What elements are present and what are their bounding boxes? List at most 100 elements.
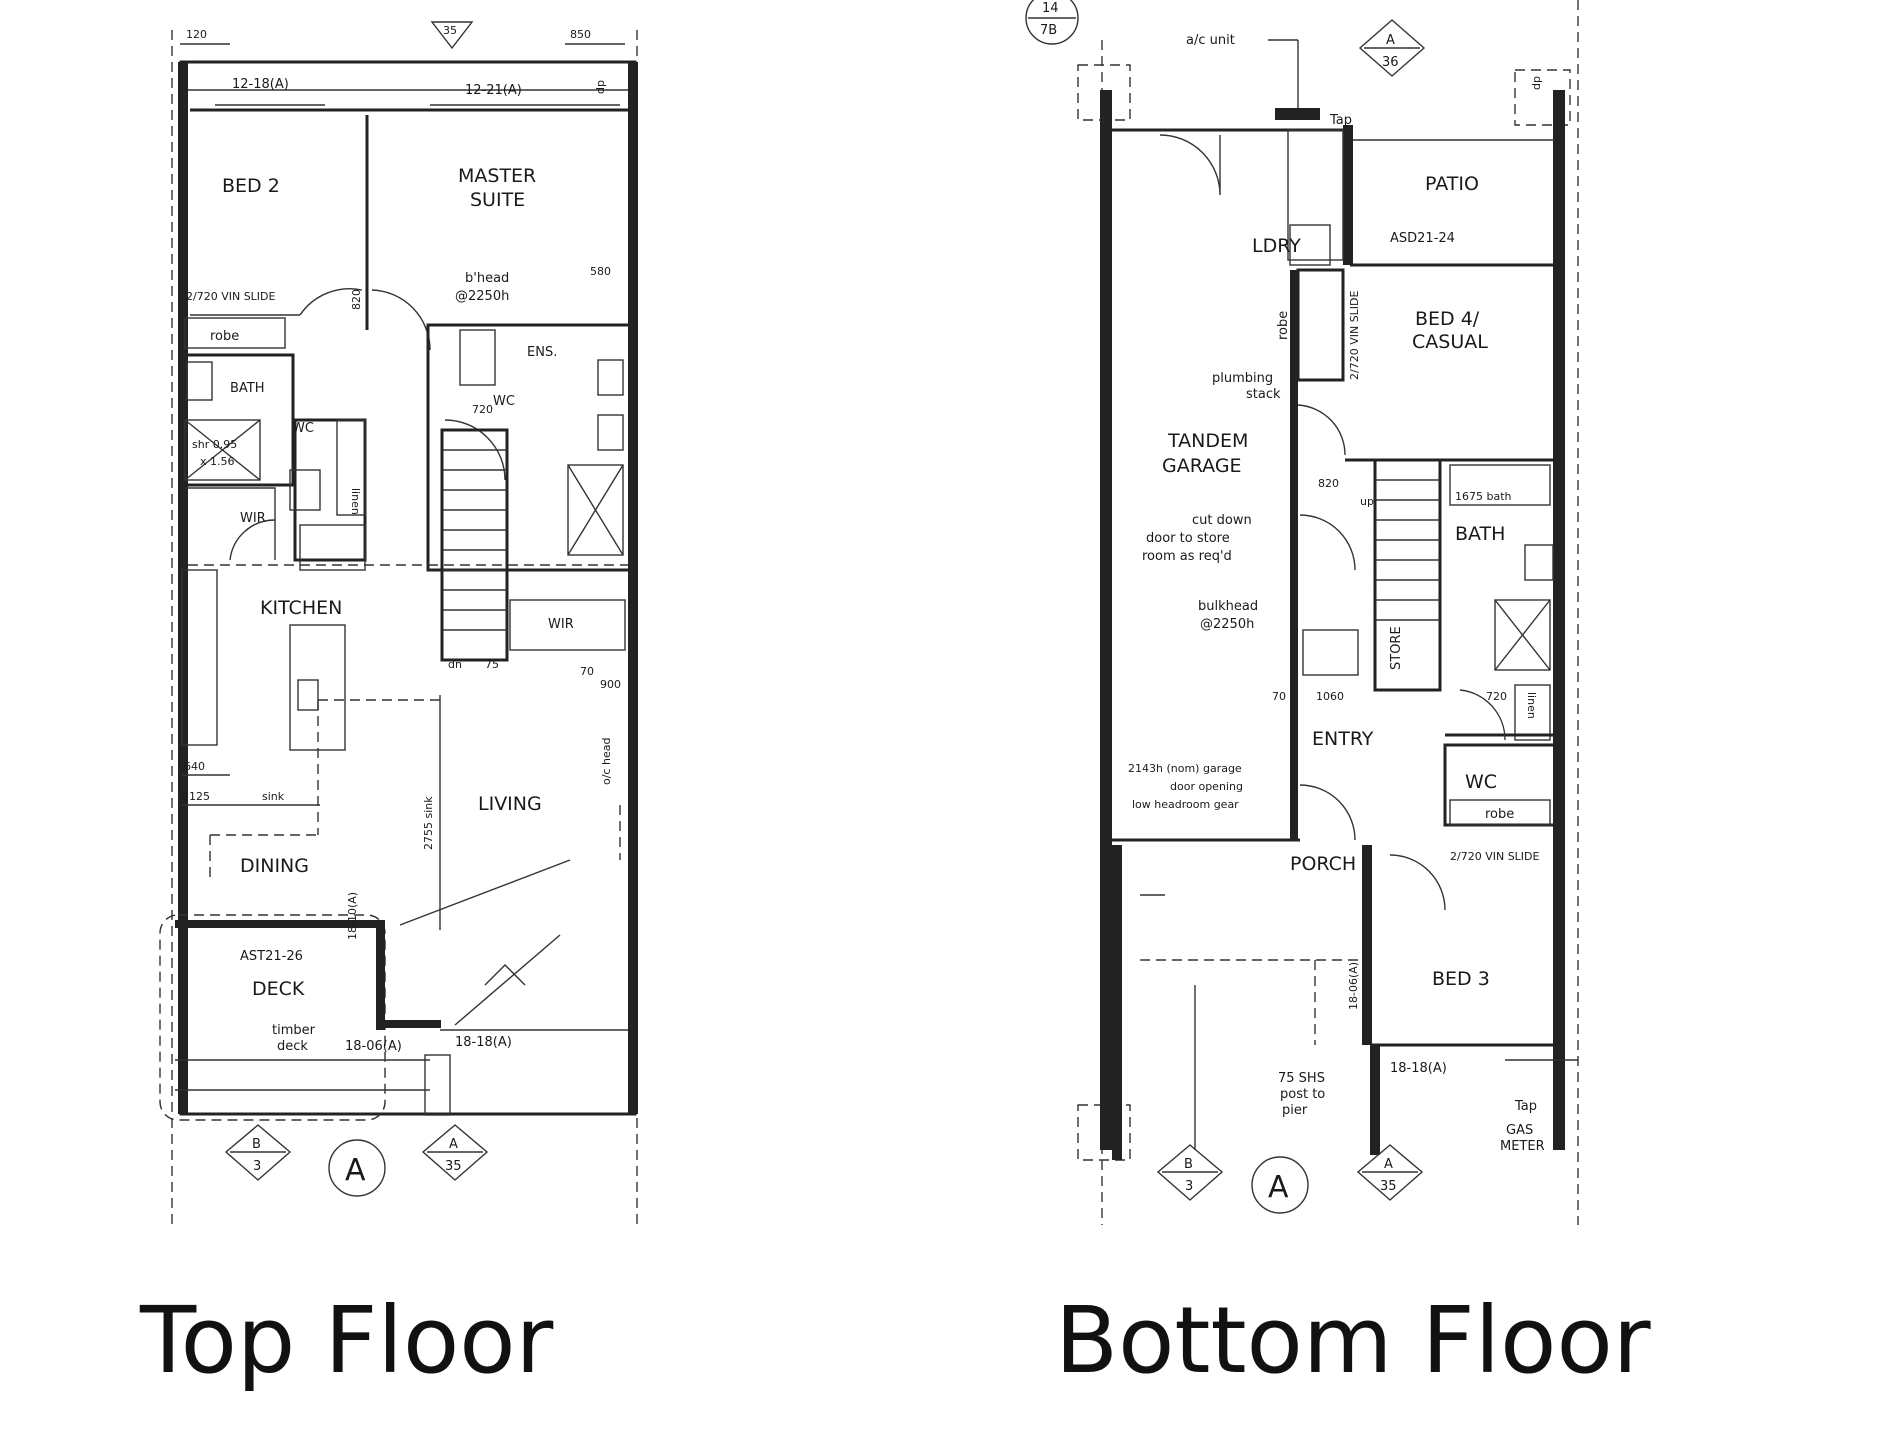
note-timber-2: deck xyxy=(277,1039,308,1054)
note-cut-2: door to store xyxy=(1146,531,1230,546)
section-marker-a36: A 36 xyxy=(1358,19,1426,77)
basin xyxy=(186,361,213,401)
bottom-floor-plan: PATIO LDRY BED 4/ CASUAL TANDEM GARAGE B… xyxy=(1025,0,1579,1225)
store-cupboard xyxy=(1302,629,1359,676)
bathtub xyxy=(1449,464,1551,506)
note-slide: 2/720 VIN SLIDE xyxy=(1348,290,1361,380)
room-label-kitchen: KITCHEN xyxy=(260,597,342,619)
note-dim-720: 720 xyxy=(1486,690,1507,703)
robe-outline xyxy=(1449,799,1551,826)
room-label-linen: linen xyxy=(1525,692,1538,719)
note-gas-1: GAS xyxy=(1506,1123,1533,1138)
stair-enclosure xyxy=(440,428,509,662)
toilet xyxy=(459,329,496,386)
shower-cross xyxy=(1494,599,1551,671)
grid-bubble-a: A xyxy=(1251,1156,1309,1214)
note-ac-unit: a/c unit xyxy=(1186,33,1235,48)
wall-fill xyxy=(1343,125,1353,265)
door-swing xyxy=(299,288,363,316)
room-label-master: MASTER xyxy=(458,165,536,187)
section-marker-a35: A 35 xyxy=(421,1124,489,1181)
basin xyxy=(1524,544,1554,581)
section-marker-a35: A 35 xyxy=(1356,1144,1424,1201)
room-label-bath: BATH xyxy=(230,381,265,396)
note-dim-900: 900 xyxy=(600,678,621,691)
top-floor-plan: BED 2 MASTER SUITE KITCHEN LIVING DINING… xyxy=(159,21,638,1225)
room-label-wc: WC xyxy=(493,394,515,409)
room-label-entry: ENTRY xyxy=(1312,728,1374,750)
section-marker-corner: 14 7B xyxy=(1025,0,1079,45)
kitchen-bench xyxy=(181,569,218,746)
note-tap-2: Tap xyxy=(1514,1099,1537,1114)
door-swing xyxy=(371,289,431,351)
arrow xyxy=(484,964,526,986)
note-window-ast: AST21-26 xyxy=(240,949,303,964)
room-label-store: STORE xyxy=(1389,626,1404,670)
note-dim-1060: 1060 xyxy=(1316,690,1344,703)
room-label-garage: GARAGE xyxy=(1162,455,1242,477)
room-label-deck: DECK xyxy=(252,978,305,1000)
note-dp: dp xyxy=(1530,76,1543,90)
wall-fill xyxy=(1370,1045,1380,1155)
marker-text: 35 xyxy=(445,1159,462,1174)
shower xyxy=(567,464,624,556)
stair-treads xyxy=(1375,479,1440,621)
note-bulkhead-2: @2250h xyxy=(455,289,509,304)
stair-treads xyxy=(442,449,507,631)
sink xyxy=(297,679,319,711)
post xyxy=(424,1054,451,1116)
note-window-12-21: 12-21(A) xyxy=(465,83,522,98)
note-plumbing-2: stack xyxy=(1246,387,1281,402)
wall-fill xyxy=(178,62,188,1114)
wall xyxy=(185,487,276,560)
note-garage-2: door opening xyxy=(1170,780,1243,793)
note-shs-2: post to xyxy=(1280,1087,1325,1102)
note-shower-1: shr 0.95 xyxy=(192,438,237,451)
note-sink-label: sink xyxy=(262,790,285,803)
room-label-bed2: BED 2 xyxy=(222,175,280,197)
note-cut-3: room as req'd xyxy=(1142,549,1232,564)
note-bath-tub: 1675 bath xyxy=(1455,490,1512,503)
note-window-18-18: 18-18(A) xyxy=(455,1035,512,1050)
grid-bubble-a: A xyxy=(328,1139,386,1197)
marker-text: 35 xyxy=(443,24,457,37)
wall-fill xyxy=(376,1020,441,1028)
room-label-wir: WIR xyxy=(548,617,574,632)
room-label-living: LIVING xyxy=(478,793,542,815)
note-dim-2755: 2755 sink xyxy=(422,796,435,850)
note-bulkhead-1: bulkhead xyxy=(1198,599,1258,614)
note-dim-850: 850 xyxy=(570,28,591,41)
shower xyxy=(184,419,261,481)
note-shs-1: 75 SHS xyxy=(1278,1071,1325,1086)
marker-text: A xyxy=(449,1137,458,1152)
marker-text: A xyxy=(345,1153,366,1188)
marker-text: 3 xyxy=(253,1159,261,1174)
note-dim-640: 640 xyxy=(184,760,205,773)
marker-text: A xyxy=(1268,1170,1289,1205)
marker-text: 36 xyxy=(1382,55,1399,70)
wall xyxy=(426,323,635,572)
note-dim-580: 580 xyxy=(590,265,611,278)
note-window-12-18: 12-18(A) xyxy=(232,77,289,92)
room-label-laundry: LDRY xyxy=(1252,235,1301,257)
leader-line xyxy=(454,934,561,1026)
shower-cross xyxy=(184,419,261,481)
room-label-wc-2: WC xyxy=(292,421,314,436)
ac-unit xyxy=(1275,108,1320,120)
room-label-tandem: TANDEM xyxy=(1167,430,1248,452)
stair-enclosure xyxy=(1373,458,1442,692)
wall-fill xyxy=(376,920,385,1030)
note-bulkhead-1: b'head xyxy=(465,271,509,286)
note-head: o/c head xyxy=(600,738,613,785)
note-window-18-06: 18-06(A) xyxy=(1347,962,1360,1010)
note-dim-70: 70 xyxy=(580,665,594,678)
note-slide-2: 2/720 VIN SLIDE xyxy=(1450,850,1540,863)
note-shower-2: x 1.56 xyxy=(200,455,235,468)
leader-line xyxy=(399,859,571,926)
note-dim-720: 720 xyxy=(472,403,493,416)
note-dim-70: 70 xyxy=(1272,690,1286,703)
marker-text: 14 xyxy=(1042,1,1059,16)
room-label-robe: robe xyxy=(1485,807,1514,822)
